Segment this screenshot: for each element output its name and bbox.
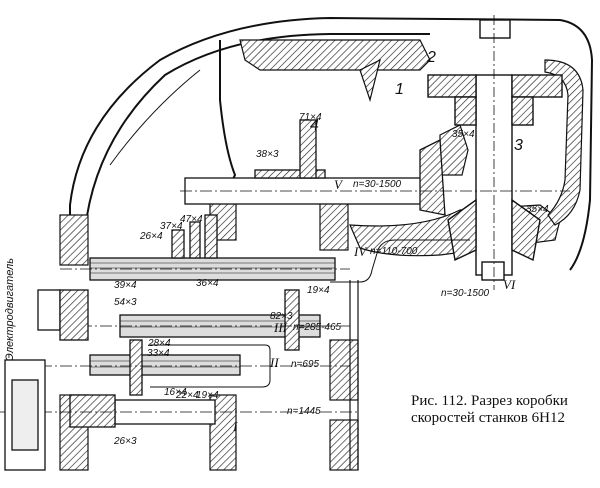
shaft-VI-label: VI xyxy=(503,277,516,292)
part-number-4: 4 xyxy=(310,117,319,134)
gear-28x4-label: 28×4 xyxy=(148,338,171,349)
gear-33x4-label: 33×4 xyxy=(147,348,170,359)
gear-19x4-lower-label: 19×4 xyxy=(196,390,219,401)
shaft-IV-label: IV xyxy=(354,244,367,259)
gear-82x3-label: 82×3 xyxy=(270,311,293,322)
shaft-III-label: III xyxy=(274,320,287,335)
gear-37x4-label: 37×4 xyxy=(160,221,183,232)
gear-47x4-label: 47×4 xyxy=(180,214,203,225)
part-number-1: 1 xyxy=(395,81,404,98)
part-number-3: 3 xyxy=(514,137,523,154)
figure-caption: Рис. 112. Разрез коробки скоростей станк… xyxy=(411,393,568,427)
gear-39x4-label: 39×4 xyxy=(114,280,137,291)
gear-26x4-label: 26×4 xyxy=(140,231,163,242)
gear-35x4-lower-label: 35×4 xyxy=(526,204,549,215)
housing xyxy=(69,16,594,271)
gear-26x3-label: 26×3 xyxy=(114,436,137,447)
gear-16x4-label: 16×4 xyxy=(164,387,187,398)
shaft-I-speed: n=1445 xyxy=(287,406,321,417)
shaft-V-label: V xyxy=(334,177,342,192)
caption-line-1: Рис. 112. Разрез коробки xyxy=(411,393,568,409)
caption-line-2: скоростей станков 6Н12 xyxy=(411,410,565,426)
shafts xyxy=(0,119,570,428)
motor-label: Электродвигатель xyxy=(4,258,16,361)
shaft-IV-speed: n=110-700 xyxy=(370,246,418,257)
shaft-III-speed: n=285-465 xyxy=(293,322,342,333)
part-number-2: 2 xyxy=(427,49,436,66)
gear-54x3-label: 54×3 xyxy=(114,297,137,308)
gear-71x4-label: 71×4 xyxy=(299,112,322,123)
vertical-shaft-assembly xyxy=(427,15,563,290)
gear-22x4-label: 22×4 xyxy=(176,390,199,401)
shaft-II-label: II xyxy=(270,355,279,370)
bracket xyxy=(349,280,359,470)
shaft-V-speed: n=30-1500 xyxy=(353,179,402,190)
gear-35x4-upper-label: 35×4 xyxy=(452,129,475,140)
shaft-II-speed: n=695 xyxy=(291,359,320,370)
gear-36x4-label: 36×4 xyxy=(196,278,219,289)
shaft-VI-speed: n=30-1500 xyxy=(441,288,490,299)
shaft-I-label: I xyxy=(233,419,238,434)
gear-19x4-upper-label: 19×4 xyxy=(307,285,330,296)
motor xyxy=(4,289,89,471)
gear-38x3-label: 38×3 xyxy=(256,149,279,160)
